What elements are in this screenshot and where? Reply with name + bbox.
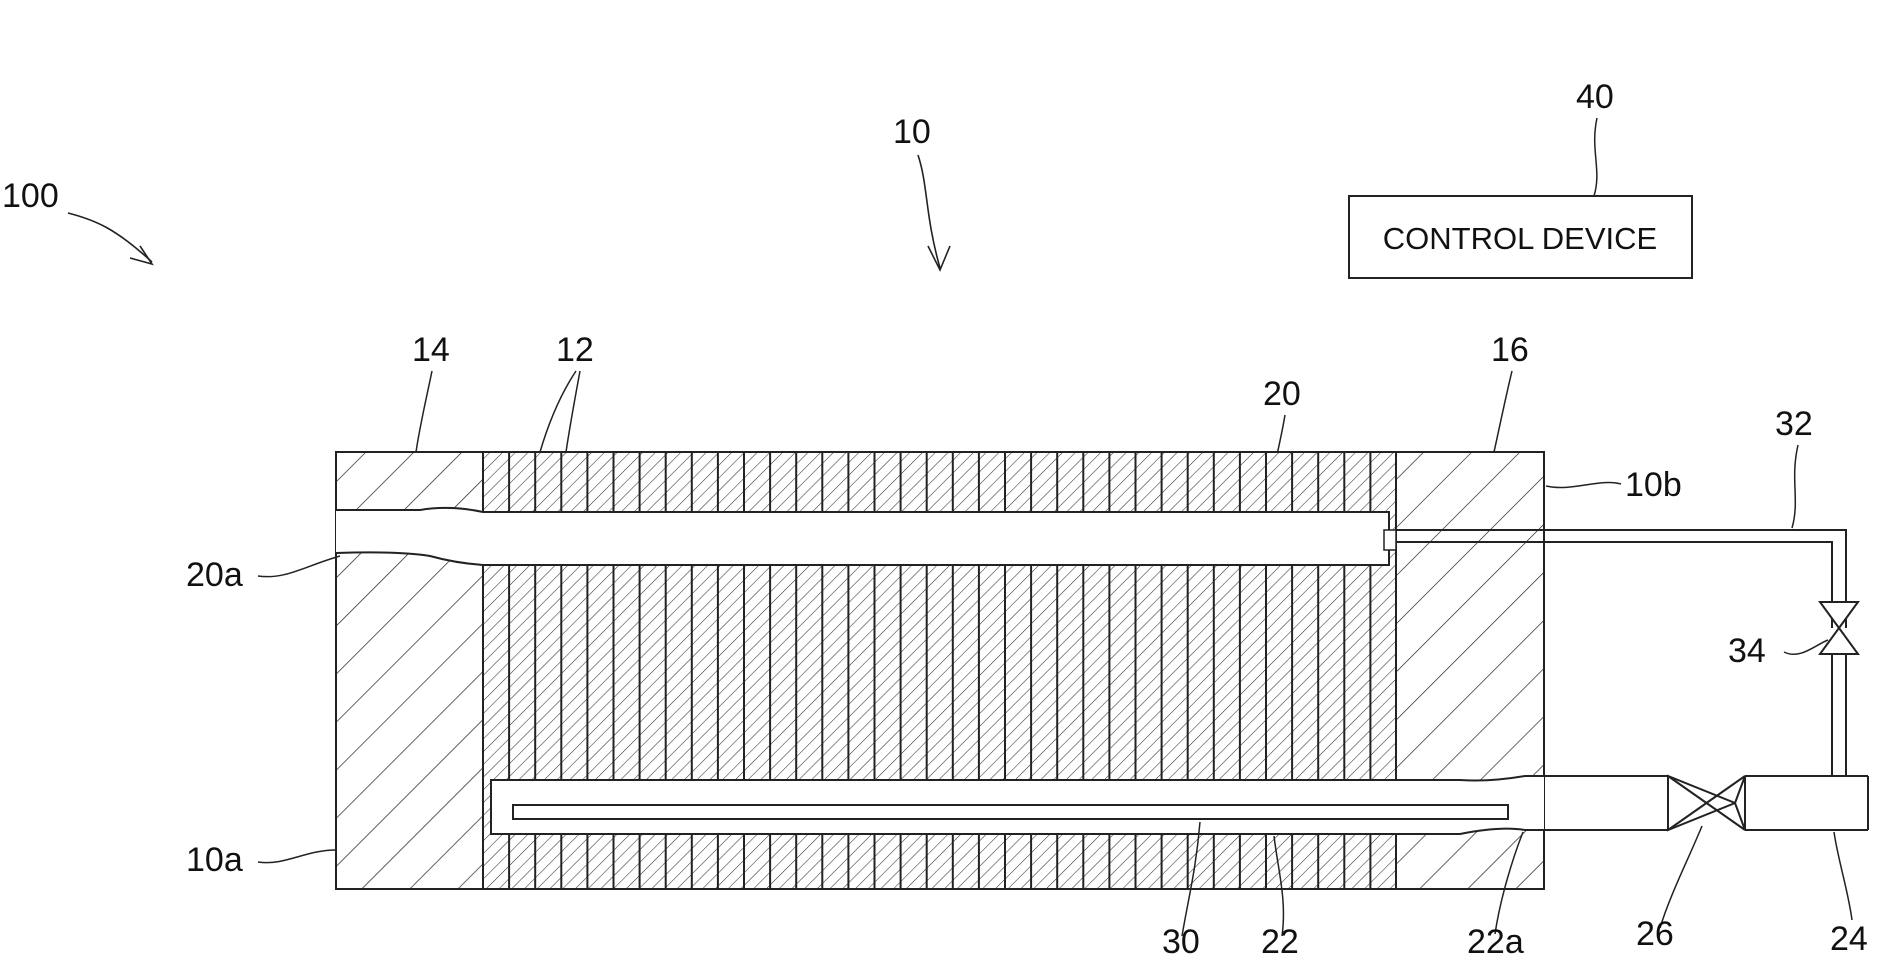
control-device-label: CONTROL DEVICE [1383,221,1657,256]
cells-leader-1 [540,371,576,452]
valve-26-ref-label: 26 [1636,915,1674,953]
control-ref-label: 40 [1576,78,1614,116]
stack-ref-label: 10 [893,113,931,151]
valve-26-leader [1660,826,1702,928]
manifold-upper-end-ref-label: 20a [186,556,243,594]
valve-34-upper-triangle [1820,602,1858,628]
manifold-upper-ref-label: 20 [1263,375,1301,413]
end-plate-left-ref-label: 14 [412,331,450,369]
valve-34-ref-label: 34 [1728,632,1766,670]
system-leader-arrow [68,213,152,262]
manifold-upper-end-leader [258,556,340,577]
face-right-leader [1546,482,1621,487]
end-plate-right-leader [1494,371,1512,452]
valve-26-right-triangle [1735,776,1745,830]
face-left-ref-label: 10a [186,841,243,879]
pipe-32-leader [1792,445,1798,528]
cells-ref-label: 12 [556,331,594,369]
pipe-24-ref-label: 24 [1830,920,1868,958]
stack-leader-arrow [918,155,940,268]
pipe-24-leader [1834,832,1852,920]
system-ref-label: 100 [2,177,59,215]
pipe-32-ref-label: 32 [1775,405,1813,443]
end-plate-right-ref-label: 16 [1491,331,1529,369]
manifold-lower-ref-label: 22 [1261,923,1299,961]
system-arrowhead [130,246,152,264]
stack-arrowhead [928,246,950,270]
manifold-upper-fill [336,508,1389,565]
control-leader-line [1594,118,1597,196]
manifold-lower-end-ref-label: 22a [1467,923,1524,961]
manifold-upper-cap [1384,530,1396,550]
face-right-ref-label: 10b [1625,466,1682,504]
member-30 [513,805,1508,819]
end-plate-left-leader [416,371,432,452]
member-30-ref-label: 30 [1162,923,1200,961]
face-left-leader [258,850,336,863]
